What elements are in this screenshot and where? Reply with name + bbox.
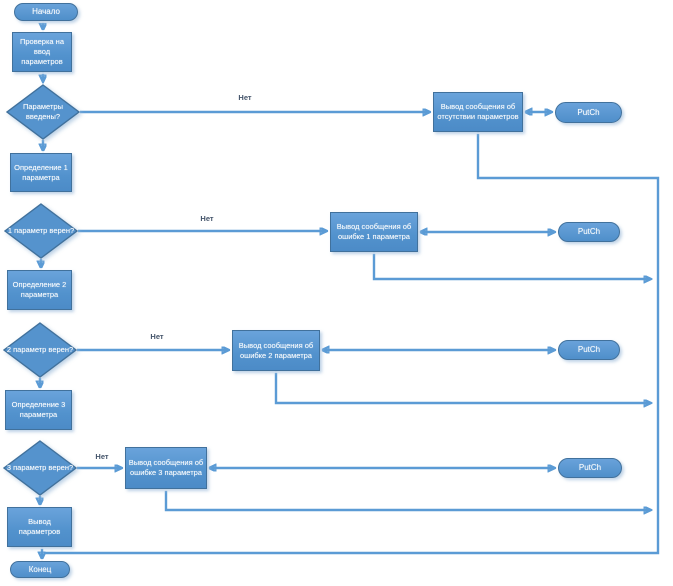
terminator-putch-1: PutCh (555, 102, 622, 123)
edge-label-no-2: Нет (200, 214, 214, 223)
node-label: Вывод сообщения об ошибке 2 параметра (238, 340, 314, 360)
process-msg-error-3: Вывод сообщения об ошибке 3 параметра (125, 447, 207, 489)
diamond-shape (3, 440, 77, 496)
node-label: Начало (32, 7, 60, 16)
node-label: Определение 2 параметра (12, 280, 67, 299)
edge-msg-error1-bus (372, 252, 650, 279)
node-label: Конец (28, 564, 52, 574)
diamond-shape (6, 84, 80, 140)
node-label: Вывод сообщения об отсутствии параметров (437, 102, 519, 121)
process-define-param-2: Определение 2 параметра (7, 270, 72, 310)
node-label: Вывод сообщения об ошибке 3 параметра (128, 458, 204, 477)
edge-label-no-1: Нет (238, 93, 252, 102)
terminator-end: Конец (10, 561, 70, 578)
node-label: PutCh (577, 227, 601, 236)
terminator-putch-2: PutCh (558, 222, 620, 242)
decision-param-3-valid: 3 параметр верен? (3, 440, 77, 496)
terminator-start: Начало (14, 3, 78, 21)
node-label: PutCh (577, 107, 600, 117)
node-label: 3 параметр верен? (6, 463, 74, 472)
edge-msg-no-params-bus (44, 132, 660, 555)
node-label: 2 параметр верен? (6, 345, 74, 354)
node-label: PutCh (578, 463, 602, 472)
decision-params-entered: Параметры введены? (6, 84, 80, 140)
diamond-shape (3, 322, 77, 378)
node-label: Проверка на ввод параметров (20, 37, 64, 66)
decision-param-1-valid: 1 параметр верен? (4, 203, 78, 259)
process-msg-error-1: Вывод сообщения об ошибке 1 параметра (330, 212, 418, 252)
decision-param-2-valid: 2 параметр верен? (3, 322, 77, 378)
process-define-param-3: Определение 3 параметра (5, 390, 72, 430)
process-check-input: Проверка на ввод параметров (12, 32, 72, 72)
process-define-param-1: Определение 1 параметра (10, 153, 72, 192)
process-output-params: Вывод параметров (7, 507, 72, 547)
node-label: Вывод сообщения об ошибке 1 параметра (336, 222, 412, 241)
diamond-shape (4, 203, 78, 259)
terminator-putch-4: PutCh (558, 458, 622, 478)
node-label: Определение 3 параметра (11, 400, 66, 419)
terminator-putch-3: PutCh (558, 340, 620, 360)
edge-msg-error2-bus (274, 371, 650, 403)
process-msg-no-params: Вывод сообщения об отсутствии параметров (433, 92, 523, 132)
node-label: 1 параметр верен? (7, 226, 75, 235)
node-label: Вывод параметров (18, 517, 61, 536)
edge-label-no-3: Нет (150, 332, 164, 341)
edge-label-no-4: Нет (95, 452, 109, 461)
node-label: Определение 1 параметра (14, 162, 68, 182)
node-label: Параметры введены? (23, 102, 63, 121)
edge-msg-error3-bus (164, 490, 650, 510)
node-label: PutCh (577, 345, 601, 354)
process-msg-error-2: Вывод сообщения об ошибке 2 параметра (232, 330, 320, 371)
